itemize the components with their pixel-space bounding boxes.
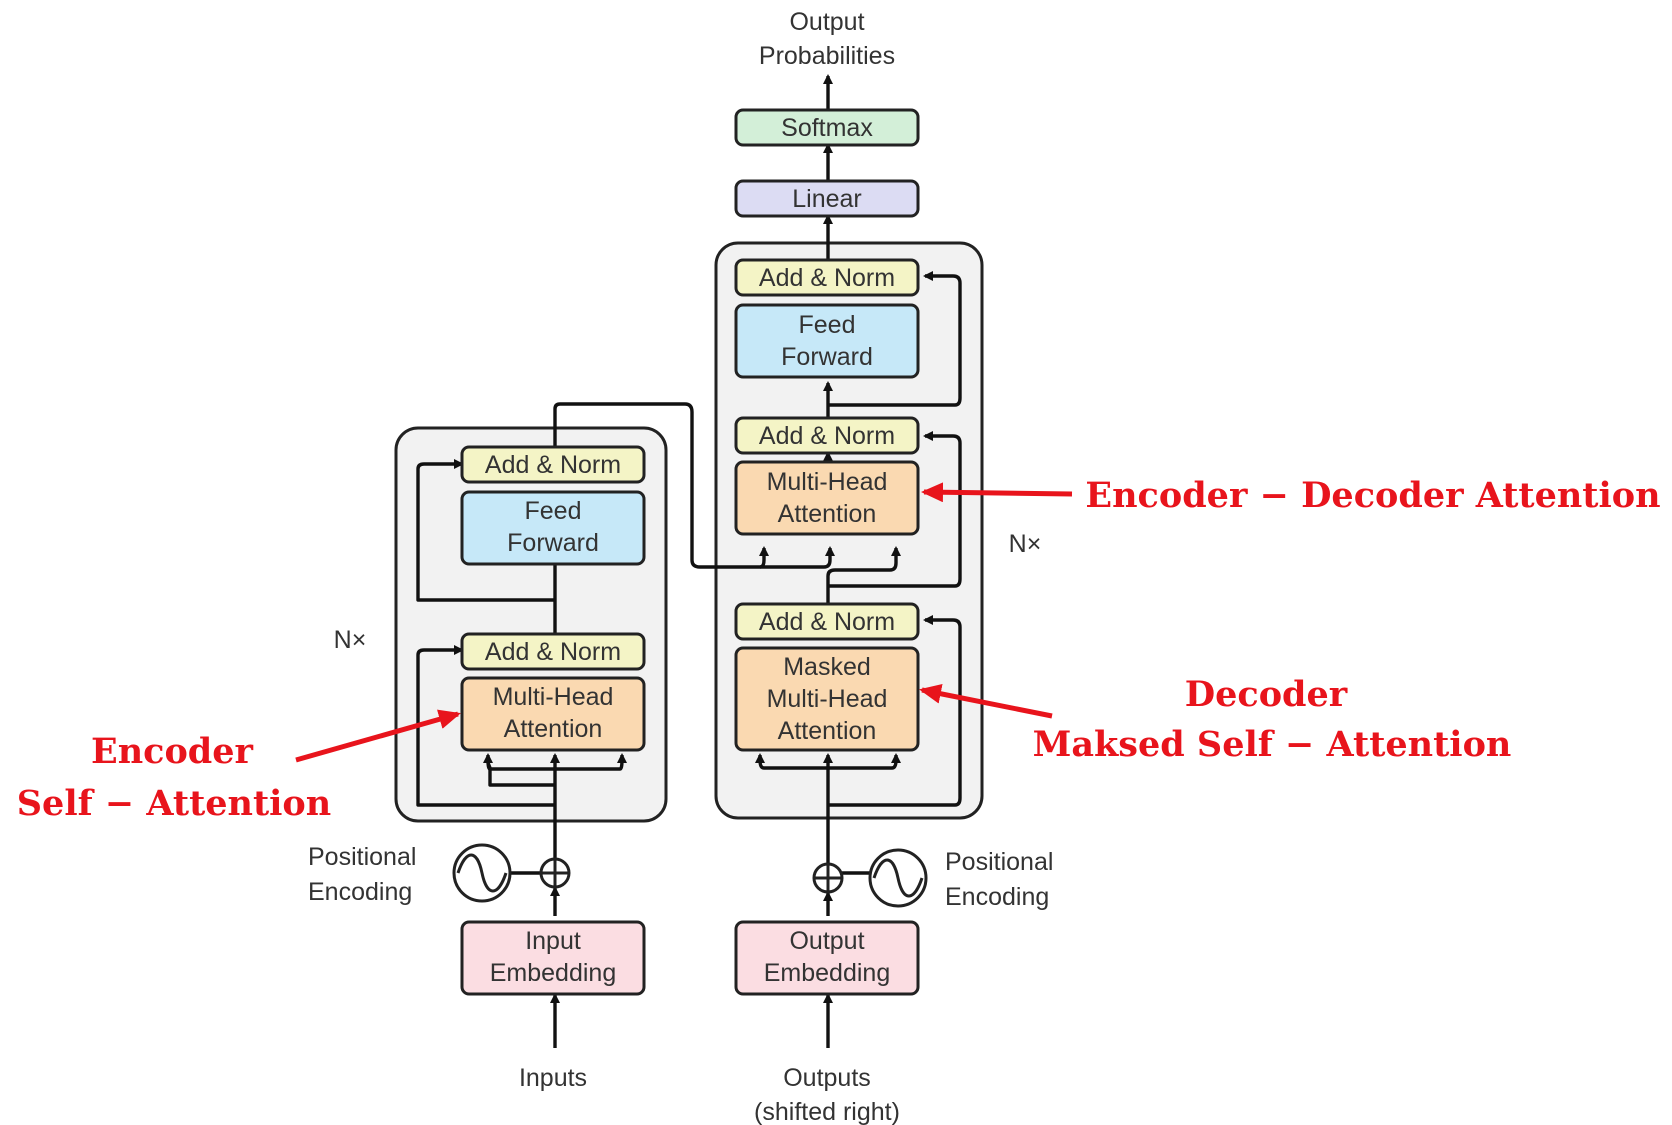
decoder-cross-line1: Multi-Head [767, 468, 888, 496]
encoder-ff-line2: Forward [507, 529, 599, 557]
encoder-positional-line1: Positional [308, 843, 416, 871]
decoder-positional-line2: Encoding [945, 883, 1049, 911]
encoder-multi-head-attention [460, 676, 646, 752]
decoder-cross-line2: Attention [778, 500, 877, 528]
decoder-feed-forward [734, 303, 920, 379]
output-probabilities-line1: Output [789, 8, 864, 36]
encoder-add-norm-top-label: Add & Norm [485, 451, 621, 479]
decoder-masked-attention [734, 646, 920, 752]
encoder-ff-line1: Feed [525, 497, 582, 525]
decoder-ff-line1: Feed [799, 311, 856, 339]
annotation-decoder-masked-line1: Decoder [1185, 674, 1348, 715]
decoder-masked-line2: Multi-Head [767, 685, 888, 713]
input-embedding-line1: Input [525, 927, 581, 955]
outputs-line1: Outputs [783, 1064, 871, 1092]
encoder-mha-line2: Attention [504, 715, 603, 743]
decoder-add-norm-3 [734, 602, 920, 641]
input-embedding-line2: Embedding [490, 959, 616, 987]
annotation-enc-dec: Encoder − Decoder Attention [1085, 475, 1660, 516]
annotation-encoder-self-line2: Self − Attention [17, 783, 331, 824]
outputs-line2: (shifted right) [754, 1098, 900, 1125]
inputs-label: Inputs [519, 1064, 587, 1092]
decoder-positional-line1: Positional [945, 848, 1053, 876]
decoder-masked-line3: Attention [778, 717, 877, 745]
sine-icon [872, 858, 924, 898]
decoder-ff-line2: Forward [781, 343, 873, 371]
linear-block [734, 179, 920, 218]
softmax-block [734, 108, 920, 147]
decoder-add-norm-2-label: Add & Norm [759, 422, 895, 450]
sine-icon [456, 853, 508, 893]
softmax-label: Softmax [781, 114, 873, 142]
decoder-masked-line1: Masked [783, 653, 871, 681]
encoder-add-norm-bottom [460, 632, 646, 671]
encoder-mha-line1: Multi-Head [493, 683, 614, 711]
decoder-add-norm-3-label: Add & Norm [759, 608, 895, 636]
decoder-nx-label: N× [1009, 530, 1042, 558]
encoder-self-attention-arrow [295, 709, 461, 763]
annotation-encoder-self-line1: Encoder [91, 731, 254, 772]
output-embedding-block [734, 920, 920, 996]
plus-icon [814, 864, 842, 892]
output-probabilities-line2: Probabilities [759, 42, 895, 70]
encoder-add-norm-top [460, 445, 646, 484]
input-embedding-block [460, 920, 646, 996]
decoder-add-norm-2 [734, 416, 920, 455]
decoder-add-norm-1-label: Add & Norm [759, 264, 895, 292]
output-embedding-line1: Output [789, 927, 864, 955]
encoder-positional-line2: Encoding [308, 878, 412, 906]
encoder-nx-label: N× [334, 626, 367, 654]
decoder-masked-attention-arrow [919, 683, 1053, 719]
output-embedding-line2: Embedding [764, 959, 890, 987]
encoder-feed-forward [460, 490, 646, 566]
decoder-add-norm-1 [734, 258, 920, 297]
connectors [416, 74, 962, 1048]
plus-icon [541, 859, 569, 887]
linear-label: Linear [792, 185, 862, 213]
annotation-decoder-masked-line2: Maksed Self − Attention [1033, 724, 1512, 765]
decoder-cross-attention [734, 460, 920, 536]
enc-dec-attention-arrow [921, 482, 1073, 503]
encoder-add-norm-bottom-label: Add & Norm [485, 638, 621, 666]
encoder-stack [394, 426, 668, 823]
